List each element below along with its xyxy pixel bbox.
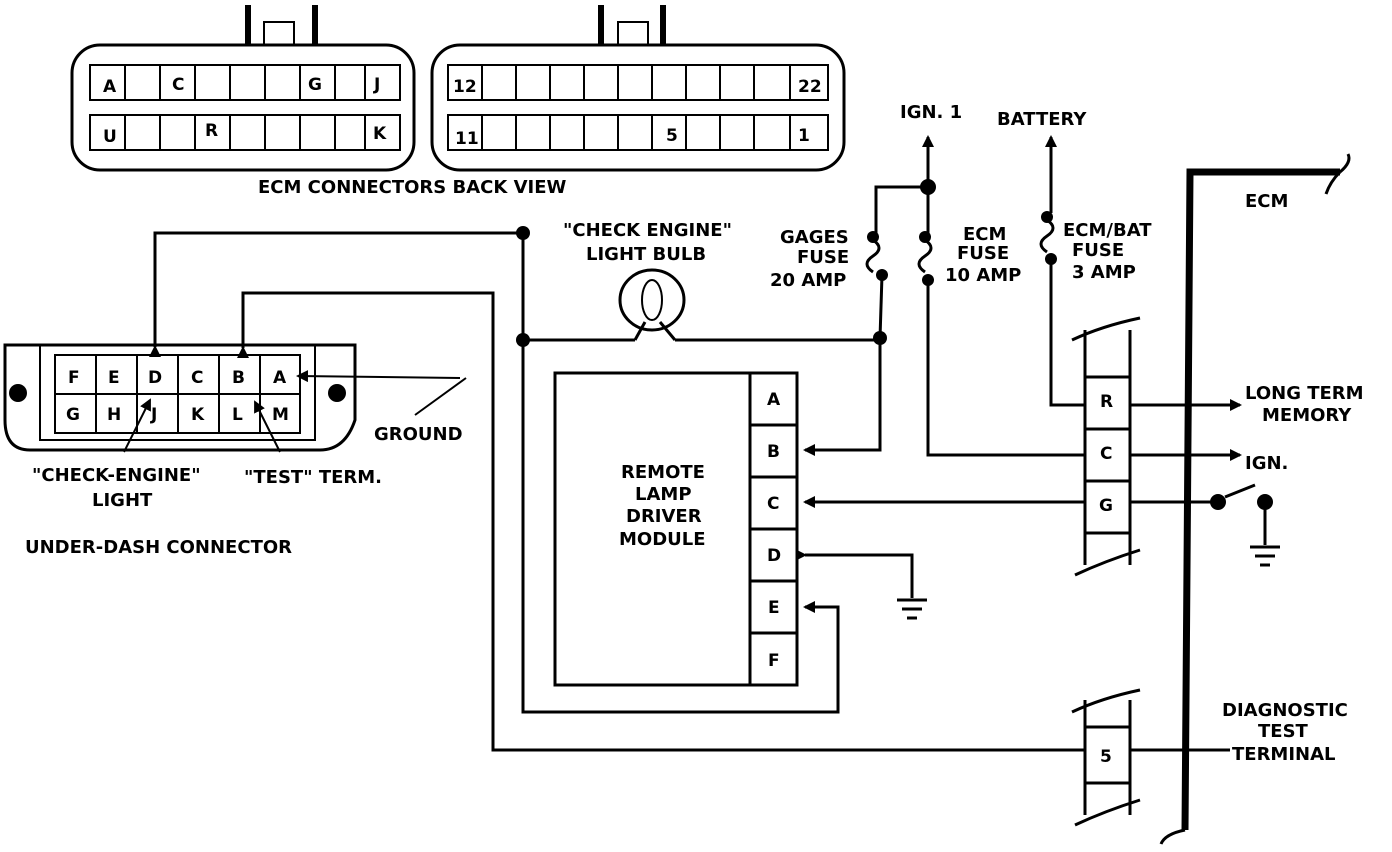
ecm-block <box>1159 153 1351 845</box>
diagnostic-label-2: TEST <box>1258 721 1309 742</box>
bulb-label-1: "CHECK ENGINE" <box>563 220 732 241</box>
ecm-label: ECM <box>1245 191 1288 212</box>
dash-pin-H: H <box>107 405 121 425</box>
module-pin-D: D <box>767 546 781 566</box>
dash-pin-E: E <box>108 368 120 388</box>
dash-pin-J: J <box>150 405 157 425</box>
long-term-memory-label-1: LONG TERM <box>1245 383 1364 404</box>
dash-pin-L: L <box>232 405 243 425</box>
ecm-pin-K: K <box>373 124 387 144</box>
ecm-pin-22: 22 <box>798 77 822 97</box>
gages-fuse-label-1: GAGES <box>780 227 849 248</box>
battery-label: BATTERY <box>997 109 1087 130</box>
ecm-fuse-label-2: FUSE <box>957 243 1009 264</box>
test-term-label: "TEST" TERM. <box>244 467 382 488</box>
under-dash-connector: F E D C B A G H J K L M <box>3 343 357 452</box>
module-label-3: DRIVER <box>626 506 702 527</box>
dash-pin-D: D <box>148 368 162 388</box>
ecm-pin-R: R <box>205 121 218 141</box>
ecm-pin-11: 11 <box>455 129 479 149</box>
ecm-bat-fuse <box>1039 211 1057 265</box>
dash-pin-A: A <box>273 368 287 388</box>
dash-pin-G: G <box>66 405 80 425</box>
ign1-label: IGN. 1 <box>900 102 962 123</box>
remote-lamp-driver-module <box>553 371 799 687</box>
ecm-terminal-C: C <box>1100 444 1112 464</box>
dash-pin-K: K <box>191 405 205 425</box>
ecm-bat-fuse-label-2: FUSE <box>1072 240 1124 261</box>
ecm-fuse-label-1: ECM <box>963 224 1006 245</box>
check-engine-light-label-2: LIGHT <box>92 490 153 511</box>
dash-pin-B: B <box>232 368 245 388</box>
module-label-4: MODULE <box>619 529 706 550</box>
module-pin-B: B <box>767 442 780 462</box>
ecm-terminal-strip-lower <box>1071 688 1141 827</box>
ecm-terminal-strip-upper <box>1071 316 1141 577</box>
dash-pin-C: C <box>191 368 203 388</box>
module-pin-F: F <box>768 651 780 671</box>
ecm-pin-G: G <box>308 75 322 95</box>
ecm-terminal-R: R <box>1100 392 1113 412</box>
ecm-pin-C: C <box>172 75 184 95</box>
ecm-connectors-caption: ECM CONNECTORS BACK VIEW <box>258 177 567 198</box>
long-term-memory-label-2: MEMORY <box>1262 405 1352 426</box>
module-label-1: REMOTE <box>621 462 705 483</box>
ecm-connector-left: A C G J U R K <box>70 5 416 172</box>
ecm-terminal-5: 5 <box>1100 747 1112 767</box>
diagnostic-label-1: DIAGNOSTIC <box>1222 700 1348 721</box>
ecm-pin-U: U <box>103 127 117 147</box>
ecm-pin-5: 5 <box>666 126 678 146</box>
check-engine-bulb <box>618 268 686 341</box>
ecm-bat-fuse-label-1: ECM/BAT <box>1063 220 1152 241</box>
gages-fuse <box>865 231 888 281</box>
module-pin-A: A <box>767 390 781 410</box>
ecm-pin-A: A <box>103 77 117 97</box>
bulb-label-2: LIGHT BULB <box>586 244 706 265</box>
ecm-pin-12: 12 <box>453 77 477 97</box>
module-pin-E: E <box>768 598 780 618</box>
ground-label: GROUND <box>374 424 463 445</box>
ecm-pin-1: 1 <box>798 126 810 146</box>
module-label-2: LAMP <box>635 484 692 505</box>
gages-fuse-label-2: FUSE <box>797 247 849 268</box>
ecm-fuse-label-3: 10 AMP <box>945 265 1021 286</box>
dash-pin-F: F <box>68 368 80 388</box>
dash-pin-M: M <box>272 405 289 425</box>
ecm-bat-fuse-label-3: 3 AMP <box>1072 262 1136 283</box>
diagnostic-label-3: TERMINAL <box>1232 744 1336 765</box>
check-engine-light-label-1: "CHECK-ENGINE" <box>32 465 201 486</box>
ign-label: IGN. <box>1245 453 1288 474</box>
ecm-terminal-G: G <box>1099 496 1113 516</box>
gages-fuse-label-3: 20 AMP <box>770 270 846 291</box>
ecm-connector-right: 12 22 11 5 1 <box>430 5 846 172</box>
under-dash-connector-title: UNDER-DASH CONNECTOR <box>25 537 292 558</box>
module-pin-C: C <box>767 494 779 514</box>
ecm-pin-J: J <box>373 75 380 95</box>
ecm-fuse <box>917 231 934 286</box>
